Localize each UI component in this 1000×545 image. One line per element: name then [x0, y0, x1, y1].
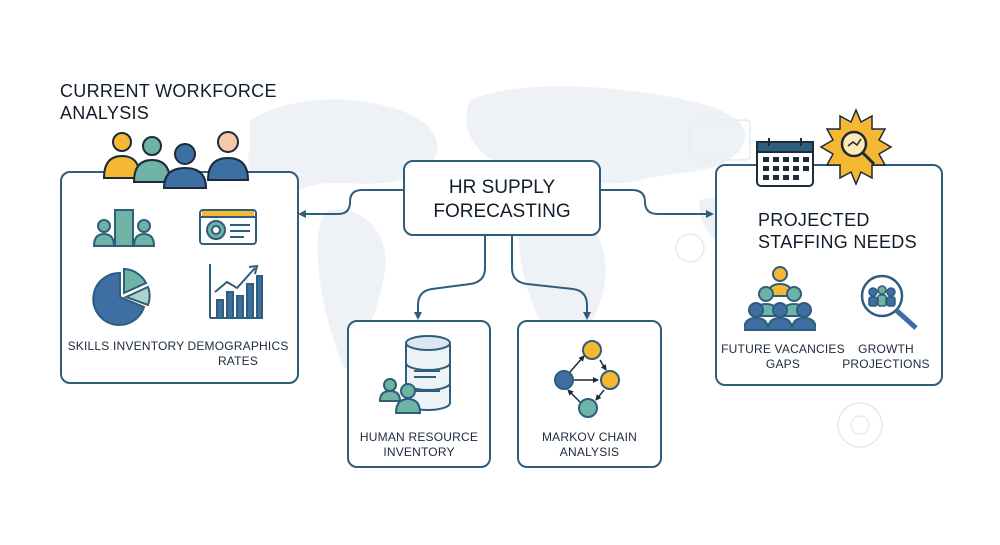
hr-inventory-label: HUMAN RESOURCE INVENTORY	[349, 430, 489, 460]
profile-gear-card-icon	[198, 208, 260, 248]
markov-network-icon	[552, 336, 626, 420]
pie-chart-icon	[90, 265, 154, 329]
arrow-to-hr-inventory	[414, 236, 486, 320]
projected-staffing-panel	[715, 164, 943, 386]
future-vacancies-line2: GAPS	[765, 357, 801, 371]
sun-gear-magnifier-icon	[814, 106, 898, 188]
growth-projections-line1: GROWTH	[858, 342, 914, 356]
hr-supply-forecasting-box: HR SUPPLY FORECASTING	[403, 160, 601, 236]
right-title-line2: STAFFING NEEDS	[758, 232, 917, 252]
people-bar-icon	[92, 206, 158, 250]
arrow-to-left-panel	[298, 189, 403, 218]
people-pyramid-icon	[744, 264, 816, 332]
growth-projections-label: GROWTH PROJECTIONS	[836, 342, 936, 372]
arrow-to-markov	[511, 236, 591, 320]
team-people-icon	[100, 128, 260, 190]
growth-projections-line2: PROJECTIONS	[842, 357, 930, 371]
database-people-icon	[378, 333, 458, 417]
hr-inventory-label-line1: HUMAN RESOURCE	[359, 430, 479, 444]
future-vacancies-line1: FUTURE VACANCIES	[721, 342, 845, 356]
magnifier-people-icon	[858, 272, 922, 332]
hr-inventory-label-line2: INVENTORY	[383, 445, 455, 459]
left-panel-title: CURRENT WORKFORCE ANALYSIS	[60, 80, 277, 124]
markov-label-line1: MARKOV CHAIN	[541, 430, 638, 444]
right-title-line1: PROJECTED	[758, 210, 870, 230]
skills-inventory-label: SKILLS INVENTORY	[67, 339, 185, 353]
future-vacancies-label: FUTURE VACANCIES GAPS	[720, 342, 846, 372]
demographics-rates-label: DEMOGRAPHICS RATES	[180, 339, 296, 369]
rising-bar-chart-icon	[207, 262, 265, 322]
center-title-line2: FORECASTING	[433, 201, 571, 222]
arrow-to-right-panel	[601, 189, 714, 218]
left-title-line1: CURRENT WORKFORCE	[60, 81, 277, 101]
calendar-icon	[755, 136, 817, 190]
demographics-label-line2: RATES	[217, 354, 259, 368]
center-title-line1: HR SUPPLY	[448, 177, 556, 198]
markov-label-line2: ANALYSIS	[559, 445, 620, 459]
markov-label: MARKOV CHAIN ANALYSIS	[519, 430, 660, 460]
right-panel-title: PROJECTED STAFFING NEEDS	[758, 209, 917, 253]
demographics-label-line1: DEMOGRAPHICS	[187, 339, 289, 353]
left-title-line2: ANALYSIS	[60, 103, 150, 123]
